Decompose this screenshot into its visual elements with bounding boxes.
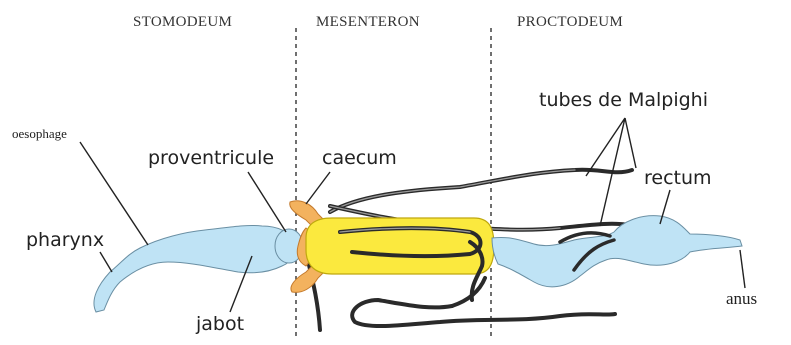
intestine-and-rectum	[492, 216, 742, 287]
crop-and-oesophagus	[94, 225, 295, 312]
leader-caecum	[306, 172, 330, 204]
malpighian-tubule-bottom	[352, 300, 615, 326]
label-pharynx: pharynx	[26, 229, 104, 251]
leader-anus	[740, 250, 745, 288]
leader-malpighi-1	[586, 118, 625, 176]
hindgut	[492, 216, 742, 287]
label-caecum: caecum	[322, 147, 397, 169]
region-title-proctodeum: PROCTODEUM	[517, 14, 623, 30]
leader-proventricule	[248, 172, 286, 232]
label-rectum: rectum	[644, 167, 712, 189]
foregut	[94, 225, 303, 312]
leader-pharynx	[100, 252, 112, 272]
leader-malpighi-2	[625, 118, 636, 168]
label-jabot: jabot	[195, 313, 244, 335]
region-title-stomodeum: STOMODEUM	[133, 14, 232, 30]
label-proventricule: proventricule	[148, 147, 274, 169]
label-anus: anus	[726, 289, 757, 308]
label-oesophage: oesophage	[12, 126, 67, 141]
label-tubes-de-malpighi: tubes de Malpighi	[539, 89, 708, 111]
region-title-mesenteron: MESENTERON	[316, 14, 420, 30]
